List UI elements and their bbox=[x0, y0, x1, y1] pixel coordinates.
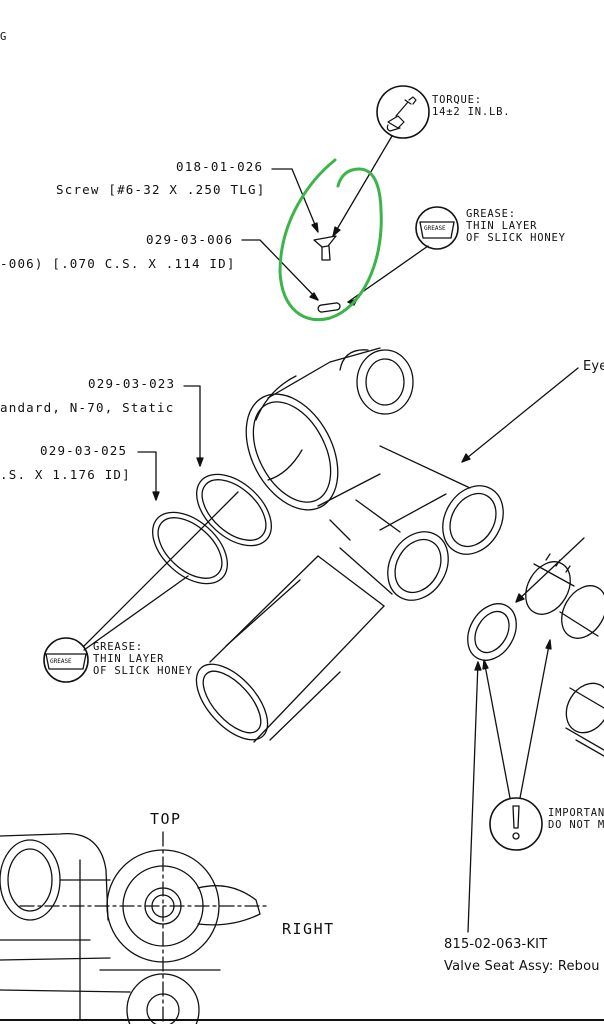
grease-left-leader-b bbox=[83, 575, 189, 651]
grease-left-line2: THIN LAYER bbox=[93, 653, 165, 665]
small-oring-leader bbox=[241, 239, 319, 301]
oring-023-description: andard, N-70, Static bbox=[0, 400, 175, 415]
important-callout-circle bbox=[489, 797, 543, 851]
grease-top-line1: GREASE: bbox=[466, 208, 516, 220]
grease-left-leader-a bbox=[83, 491, 239, 647]
shock-body-part bbox=[195, 347, 504, 743]
torque-leader bbox=[332, 135, 393, 237]
torque-label-line2: 14±2 IN.LB. bbox=[432, 106, 511, 118]
screw-leader bbox=[271, 168, 319, 233]
grease-icon-left bbox=[45, 653, 87, 670]
valve-body-part bbox=[525, 553, 604, 639]
important-line2: DO NOT M bbox=[548, 819, 604, 831]
grease-callout-top-circle bbox=[415, 206, 459, 250]
grease-callout-left-circle bbox=[43, 637, 89, 683]
screw-arrowhead bbox=[311, 222, 319, 233]
screw-part bbox=[313, 235, 337, 261]
exclamation-icon bbox=[512, 805, 520, 840]
oring-023-arrowhead bbox=[196, 457, 204, 467]
important-leader-a bbox=[483, 659, 511, 799]
valve-seat-part-number: 815-02-063-KIT bbox=[444, 937, 548, 952]
important-arrowhead-a bbox=[482, 659, 489, 670]
oring-025-part bbox=[151, 511, 229, 585]
view-label-right: RIGHT bbox=[282, 920, 335, 938]
eyelet-label: Eye bbox=[583, 359, 604, 374]
oring-025-leader bbox=[137, 451, 157, 501]
corner-fragment: G bbox=[0, 31, 8, 43]
valve-seat-arrowhead bbox=[474, 661, 482, 671]
oring-small-part-number: 029-03-006 bbox=[146, 232, 234, 247]
wrench-hand-icon bbox=[386, 96, 417, 132]
oring-023-leader bbox=[183, 385, 201, 467]
grease-left-line1: GREASE: bbox=[93, 641, 143, 653]
green-highlight-stroke bbox=[278, 158, 383, 322]
torque-arrowhead bbox=[332, 226, 341, 237]
screw-description: Screw [#6-32 X .250 TLG] bbox=[56, 182, 266, 197]
torque-callout-icon bbox=[376, 85, 430, 139]
valve-seat-leader bbox=[467, 661, 479, 933]
grease-top-line2: THIN LAYER bbox=[466, 220, 538, 232]
small-oring-part bbox=[317, 302, 341, 313]
screw-part-number: 018-01-026 bbox=[176, 159, 264, 174]
oring-023-part-number: 029-03-023 bbox=[88, 376, 176, 391]
valve-stack-part bbox=[565, 682, 604, 757]
grease-left-icon-label: GREASE bbox=[50, 658, 72, 665]
grease-left-line3: OF SLICK HONEY bbox=[93, 665, 193, 677]
oring-025-description: .S. X 1.176 ID] bbox=[0, 467, 131, 482]
valve-ring-leader-top bbox=[515, 537, 585, 603]
grease-icon-top bbox=[419, 221, 455, 239]
important-leader-b bbox=[519, 639, 551, 799]
important-line1: IMPORTANT bbox=[548, 807, 604, 819]
valve-seat-ring-part bbox=[467, 603, 517, 661]
grease-top-line3: OF SLICK HONEY bbox=[466, 232, 566, 244]
torque-label-line1: TORQUE: bbox=[432, 94, 482, 106]
view-label-top: TOP bbox=[150, 810, 182, 828]
oring-small-description: -006) [.070 C.S. X .114 ID] bbox=[0, 256, 236, 271]
important-arrowhead-b bbox=[545, 639, 552, 650]
eyelet-arrowhead bbox=[461, 453, 471, 463]
bottom-view-part bbox=[0, 831, 271, 1024]
oring-025-arrowhead bbox=[152, 491, 160, 501]
eyelet-leader bbox=[461, 367, 579, 463]
grease-top-icon-label: GREASE bbox=[424, 225, 446, 232]
oring-025-part-number: 029-03-025 bbox=[40, 443, 128, 458]
oring-023-part bbox=[195, 473, 273, 547]
valve-ring-arrowhead-top bbox=[515, 593, 525, 603]
small-oring-arrowhead bbox=[309, 292, 319, 301]
valve-seat-description: Valve Seat Assy: Rebou bbox=[444, 959, 600, 974]
